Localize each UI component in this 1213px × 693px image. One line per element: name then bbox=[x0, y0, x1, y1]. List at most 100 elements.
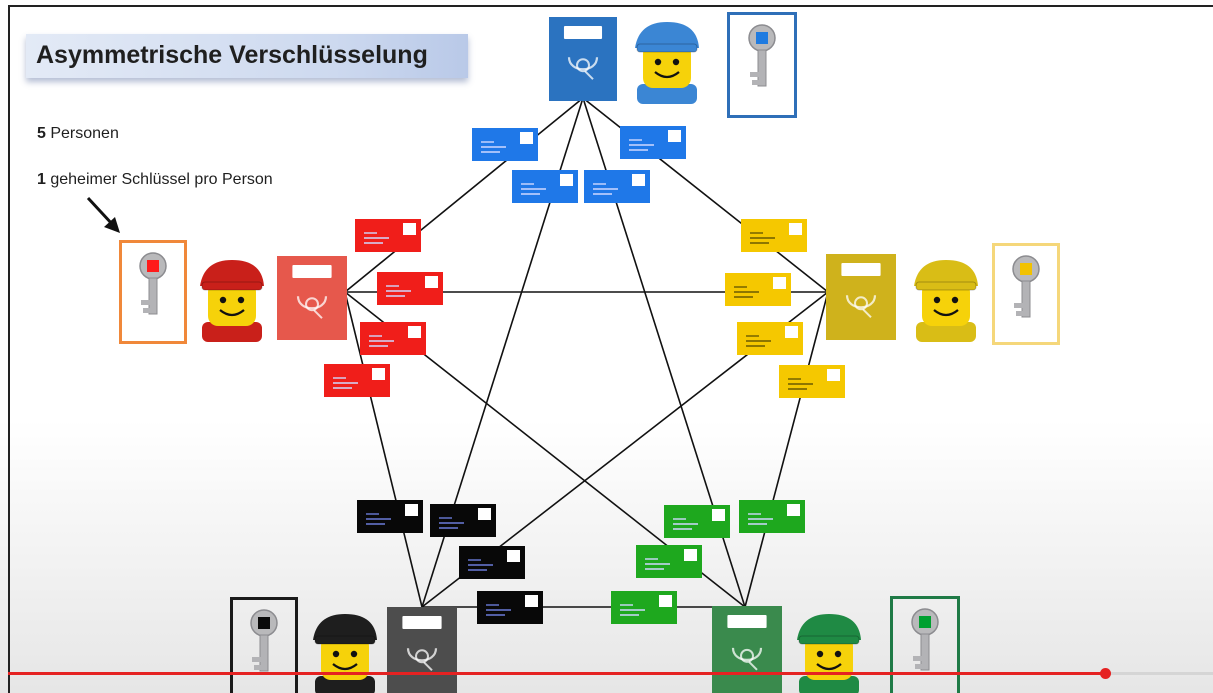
figure-torso bbox=[315, 676, 375, 693]
mailbox-slot bbox=[292, 265, 332, 278]
figure-cap bbox=[200, 260, 264, 286]
post-horn-bell bbox=[748, 661, 758, 671]
post-horn-bell bbox=[423, 661, 433, 672]
figure-eye bbox=[933, 296, 941, 304]
key-bit bbox=[252, 657, 261, 662]
figure-eye bbox=[654, 58, 662, 66]
figure-smile bbox=[219, 309, 245, 317]
stat-persons-text: Personen bbox=[50, 125, 119, 142]
figure-smile bbox=[654, 71, 680, 79]
mailbox-slot bbox=[563, 26, 603, 39]
figure-cap-brim bbox=[314, 635, 376, 645]
post-horn-loop bbox=[854, 296, 868, 311]
connection-line-yellow-green bbox=[744, 291, 829, 608]
connection-line-blue-red bbox=[344, 97, 584, 293]
video-progress-bar[interactable] bbox=[8, 668, 1213, 679]
slide-title: Asymmetrische Verschlüsselung bbox=[36, 41, 428, 69]
post-horn-loop bbox=[740, 648, 754, 663]
arrow-head bbox=[104, 217, 120, 233]
video-scrubber-handle[interactable] bbox=[1099, 668, 1111, 679]
envelope-icon bbox=[664, 505, 730, 538]
key-shaft bbox=[757, 49, 767, 87]
envelope-icon bbox=[739, 500, 805, 533]
mailbox-slot bbox=[402, 616, 442, 629]
stat-keys: 1 geheimer Schlüssel pro Person bbox=[37, 171, 273, 189]
lego-postman-icon bbox=[635, 22, 699, 104]
connection-line-red-black bbox=[344, 291, 423, 608]
post-horn-bell bbox=[584, 70, 594, 80]
lego-postman-icon bbox=[914, 260, 978, 342]
figure-eye bbox=[834, 650, 842, 658]
figure-eye bbox=[332, 650, 340, 658]
figure-eye bbox=[219, 296, 227, 304]
stat-persons: 5 Personen bbox=[37, 125, 119, 143]
envelope-stamp bbox=[632, 174, 645, 186]
post-horn bbox=[567, 57, 599, 71]
figure-head bbox=[321, 636, 369, 680]
envelope-icon bbox=[620, 126, 686, 159]
secret-key-icon bbox=[139, 252, 167, 315]
figure-cap bbox=[914, 260, 978, 286]
arrow-shaft bbox=[86, 196, 115, 227]
envelope-icon bbox=[477, 591, 543, 624]
envelope-icon bbox=[779, 365, 845, 398]
stat-keys-text: geheimer Schlüssel pro Person bbox=[50, 171, 273, 188]
figure-cap bbox=[635, 22, 699, 48]
figure-eye bbox=[951, 296, 959, 304]
post-horn-mailbox-icon bbox=[277, 256, 347, 340]
figure-cap-brim bbox=[915, 281, 977, 291]
envelope-stamp bbox=[684, 549, 697, 561]
key-bow-color bbox=[1020, 263, 1032, 275]
envelope-stamp bbox=[425, 276, 438, 288]
key-bit bbox=[1016, 311, 1023, 316]
figure-smile bbox=[816, 663, 842, 671]
key-bit bbox=[752, 80, 759, 85]
post-horn-mailbox-icon bbox=[549, 17, 617, 101]
arrow-icon bbox=[86, 196, 120, 233]
post-horn-bell bbox=[862, 308, 872, 319]
key-bit bbox=[143, 308, 150, 313]
post-horn-mailbox-icon bbox=[826, 254, 896, 340]
mailbox-slot bbox=[727, 615, 767, 628]
figure-smile bbox=[933, 309, 959, 317]
envelope-icon bbox=[430, 504, 496, 537]
envelope-stamp bbox=[372, 368, 385, 380]
envelope-stamp bbox=[668, 130, 681, 142]
envelope-icon bbox=[636, 545, 702, 578]
figure-head bbox=[208, 282, 256, 326]
envelope-icon bbox=[459, 546, 525, 579]
figure-eye bbox=[237, 296, 245, 304]
envelope-icon bbox=[324, 364, 390, 397]
key-shaft bbox=[920, 633, 930, 671]
key-bow-color bbox=[147, 260, 159, 272]
envelope-icon bbox=[355, 219, 421, 252]
secret-key-icon bbox=[748, 24, 776, 87]
post-horn-loop bbox=[305, 297, 319, 312]
key-frame bbox=[119, 240, 187, 344]
secret-key-box bbox=[230, 597, 298, 693]
key-frame bbox=[890, 596, 960, 693]
post-horn-bell bbox=[313, 309, 323, 319]
figure-cap bbox=[797, 614, 861, 640]
envelope-icon bbox=[611, 591, 677, 624]
key-bit bbox=[750, 72, 759, 77]
key-bit bbox=[141, 300, 150, 305]
envelope-icon bbox=[377, 272, 443, 305]
key-shaft bbox=[1021, 280, 1031, 318]
envelope-stamp bbox=[405, 504, 418, 516]
figure-eye bbox=[816, 650, 824, 658]
envelope-icon bbox=[512, 170, 578, 203]
envelope-stamp bbox=[773, 277, 786, 289]
secret-key-box bbox=[727, 12, 797, 118]
secret-key-box bbox=[992, 243, 1060, 345]
stat-persons-number: 5 bbox=[37, 125, 46, 142]
figure-cap-brim bbox=[636, 43, 698, 53]
figure-torso bbox=[799, 676, 859, 693]
envelope-stamp bbox=[403, 223, 416, 235]
key-bit bbox=[915, 664, 922, 669]
envelope-stamp bbox=[789, 223, 802, 235]
figure-cap-brim bbox=[798, 635, 860, 645]
figure-head bbox=[805, 636, 853, 680]
key-bit bbox=[1014, 303, 1023, 308]
